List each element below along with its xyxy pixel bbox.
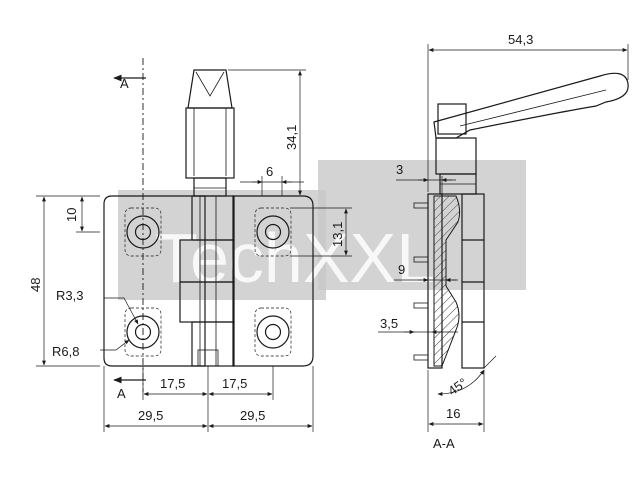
dim-hole-spacing-left: 17,5 — [160, 376, 185, 391]
lever-head-notch — [195, 71, 225, 97]
dim-lever-width: 6 — [266, 164, 273, 179]
dim-plate-thickness: 3 — [396, 162, 403, 177]
side-view: 54,3 3 9 3,5 45° 16 A-A — [378, 32, 629, 451]
dim-hole-spacing-right: 17,5 — [222, 376, 247, 391]
section-marker-top: A — [120, 76, 129, 91]
front-view: A A 48 10 13,1 34,1 6 R3,3 R6,8 — [28, 58, 352, 432]
dim-radius-large: R6,8 — [52, 344, 79, 359]
watermark: TechXXL — [118, 160, 526, 300]
watermark-box-right — [318, 160, 526, 290]
watermark-text: TechXXL — [155, 219, 435, 297]
hole-bottom-right — [254, 307, 292, 357]
dim-overall-width: 54,3 — [508, 32, 533, 47]
leader-r6-8 — [100, 339, 130, 351]
dim-arc-45 — [437, 369, 485, 396]
dim-height-total: 48 — [28, 278, 43, 292]
lever-shaft — [185, 107, 235, 179]
section-marker-bottom: A — [117, 386, 126, 401]
section-caption: A-A — [433, 436, 455, 451]
lever-collar — [193, 177, 227, 197]
dim-radius-small: R3,3 — [56, 288, 83, 303]
hinge-left-plate — [103, 195, 206, 367]
hole-top-right — [254, 207, 292, 257]
lever-handle-inner — [459, 89, 607, 127]
leader-r3-3 — [104, 297, 139, 325]
side-pins — [413, 202, 429, 361]
dim-width-right: 29,5 — [240, 408, 265, 423]
pin-bottom-cap — [197, 349, 219, 367]
dim-hole-offset-top: 10 — [64, 208, 79, 222]
dim-depth: 16 — [446, 406, 460, 421]
lever-handle — [433, 72, 629, 139]
dim-gap: 9 — [398, 262, 405, 277]
dim-angle: 45° — [445, 375, 470, 399]
dim-lever-height: 34,1 — [284, 125, 299, 150]
knuckle-section — [433, 195, 461, 367]
side-plate-right — [461, 193, 485, 369]
lever-head — [187, 69, 233, 109]
dim-pin-length: 3,5 — [380, 316, 398, 331]
dim-hole-pitch: 13,1 — [330, 222, 345, 247]
lever-hub — [437, 103, 467, 135]
hinge-right-plate — [232, 195, 314, 367]
dim-width-left: 29,5 — [138, 408, 163, 423]
